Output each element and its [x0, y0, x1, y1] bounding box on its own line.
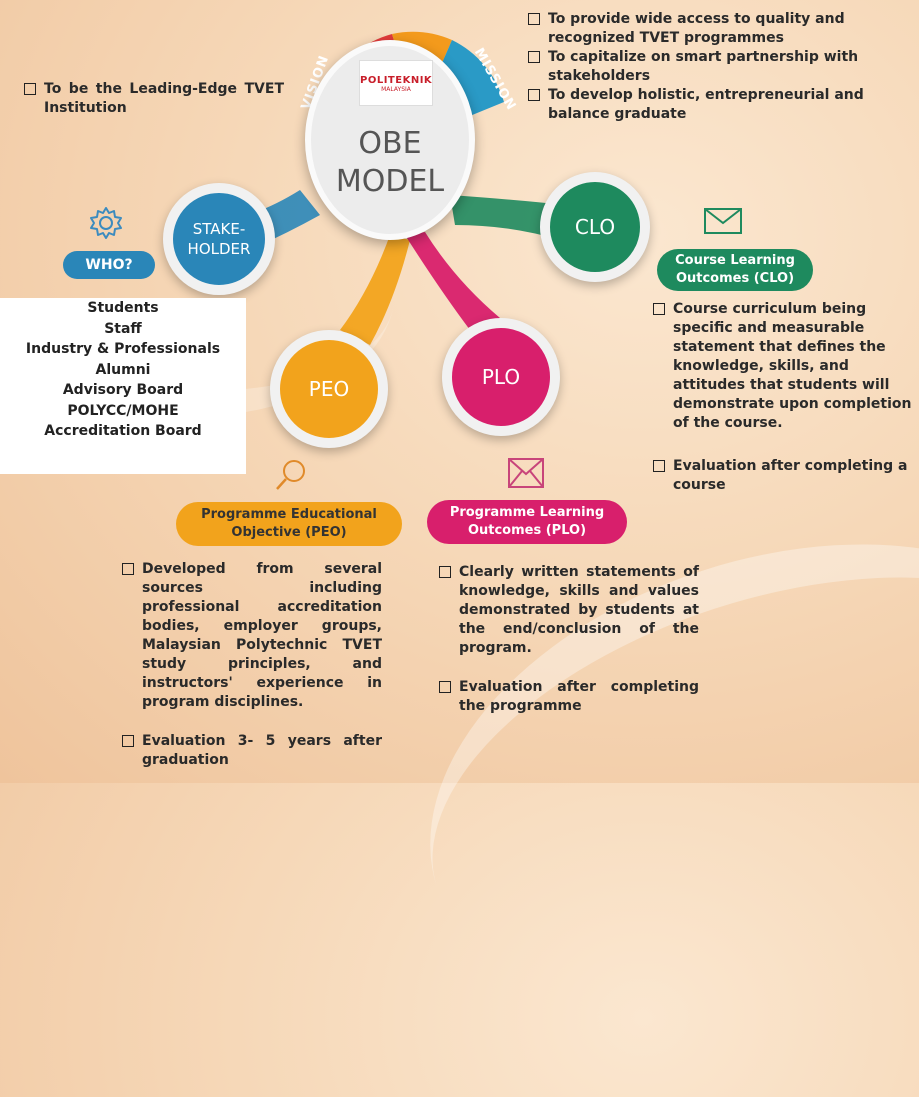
stakeholder-label-2: HOLDER — [187, 240, 251, 258]
stakeholder-label-1: STAKE- — [192, 220, 246, 238]
logo-text: POLITEKNIK — [360, 75, 433, 86]
logo-subtext: MALAYSIA — [381, 86, 411, 93]
peo-item: Developed from several sources including… — [120, 560, 382, 712]
peo-list: Developed from several sources including… — [120, 560, 382, 770]
stakeholder-item: Accreditation Board — [44, 423, 202, 439]
mission-item: To capitalize on smart partnership with … — [526, 48, 876, 86]
stakeholder-item: Staff — [104, 320, 142, 337]
plo-list: Clearly written statements of knowledge,… — [437, 563, 699, 716]
stakeholder-item: POLYCC/MOHE — [67, 402, 179, 419]
plo-pill: Programme Learning Outcomes (PLO) — [427, 500, 627, 544]
clo-list: Course curriculum being specific and mea… — [651, 300, 913, 495]
stakeholder-list: Students Staff Industry & Professionals … — [0, 298, 246, 474]
mission-list: To provide wide access to quality and re… — [526, 10, 876, 124]
stakeholder-item: Industry & Professionals — [25, 341, 221, 357]
vision-item: To be the Leading-Edge TVET Institution — [22, 80, 284, 118]
obe-title-line1: OBE — [358, 126, 422, 161]
stakeholder-item: Advisory Board — [62, 382, 184, 398]
envelope-icon — [508, 458, 544, 488]
clo-item: Evaluation after completing a course — [651, 457, 913, 495]
clo-node: CLO — [540, 172, 650, 282]
obe-title-line2: MODEL — [335, 164, 445, 199]
stakeholder-item: Alumni — [95, 361, 151, 378]
plo-item: Evaluation after completing the programm… — [437, 678, 699, 716]
clo-pill: Course Learning Outcomes (CLO) — [657, 249, 813, 291]
mission-item: To develop holistic, entrepreneurial and… — [526, 86, 876, 124]
vision-list: To be the Leading-Edge TVET Institution — [22, 80, 284, 118]
plo-item: Clearly written statements of knowledge,… — [437, 563, 699, 658]
clo-label: CLO — [574, 215, 616, 239]
plo-node: PLO — [442, 318, 560, 436]
mission-item: To provide wide access to quality and re… — [526, 10, 876, 48]
politeknik-logo: POLITEKNIK MALAYSIA — [359, 60, 433, 106]
peo-label: PEO — [308, 377, 350, 401]
who-pill: WHO? — [63, 251, 155, 279]
plo-label: PLO — [481, 365, 521, 389]
obe-model-node: POLITEKNIK MALAYSIA OBE MODEL — [305, 40, 475, 240]
magnifier-icon — [274, 458, 308, 492]
peo-item: Evaluation 3- 5 years after graduation — [120, 732, 382, 770]
gear-icon — [88, 205, 124, 241]
peo-node: PEO — [270, 330, 388, 448]
stakeholder-node: STAKE- HOLDER — [163, 183, 275, 295]
stakeholder-item: Students — [87, 300, 159, 316]
clo-item: Course curriculum being specific and mea… — [651, 300, 913, 433]
peo-pill: Programme Educational Objective (PEO) — [176, 502, 402, 546]
envelope-icon — [704, 208, 742, 234]
